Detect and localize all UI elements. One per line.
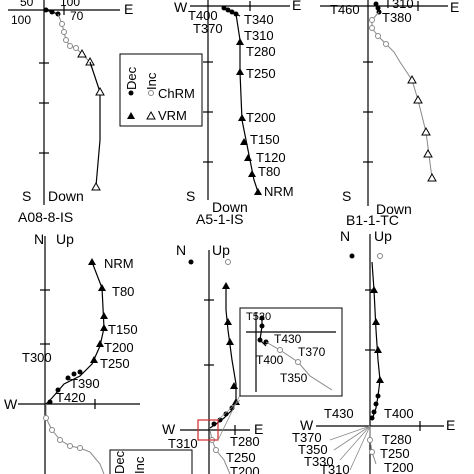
p3-inc-path — [371, 11, 433, 179]
p5-inset-box — [239, 307, 343, 397]
p6-temp-t400: T400 — [384, 406, 414, 421]
p1-south-label: S — [22, 188, 31, 204]
p3-temp-t310: T310 — [384, 0, 414, 11]
p4-temp-nrm: NRM — [104, 256, 134, 271]
p5-inset-temp-t520: T520 — [246, 311, 271, 323]
p5-temp-t310: T310 — [168, 436, 198, 451]
p2-temp-t340: T340 — [244, 12, 274, 27]
p1-temp-100b: 100 — [11, 13, 31, 27]
legend-inc-chrm-marker — [148, 90, 154, 96]
p5-inset-temp-t350: T350 — [280, 371, 308, 385]
p2-temp-nrm: NRM — [264, 184, 294, 199]
p2-west-label: W — [174, 0, 188, 15]
p5-east-label: E — [254, 421, 263, 437]
p4-legend-inc: Inc — [132, 456, 147, 474]
p2-temp-t150: T150 — [250, 132, 280, 147]
p4-temp-t250: T250 — [100, 356, 130, 371]
p4-west-label: W — [4, 396, 18, 412]
p5-inset-temp-t430: T430 — [274, 332, 302, 346]
panel-b1: E T460 T380 T310 S Down B1-1-TC — [320, 0, 459, 228]
panel-bottom-middle: N Up W E T520 T430 T400 — [162, 242, 343, 474]
legend-dec-label: Dec — [124, 66, 139, 90]
p5-north-label: N — [176, 242, 186, 258]
p5-zoom-box — [197, 419, 219, 441]
p6-west-label: W — [300, 417, 314, 433]
p6-temp-t200: T200 — [384, 460, 414, 474]
p3-sample-name: B1-1-TC — [346, 212, 399, 228]
p4-temp-t150: T150 — [108, 322, 138, 337]
p4-temp-t200: T200 — [104, 340, 134, 355]
legend-dec-chrm-marker — [128, 90, 134, 96]
p4-legend-partial — [109, 449, 193, 474]
p4-legend-dec: Dec — [112, 450, 127, 474]
p4-up-label: Up — [56, 231, 74, 247]
p6-east-label: E — [446, 417, 455, 433]
p4-temp-t390: T390 — [70, 376, 100, 391]
p2-temp-t80: T80 — [258, 164, 280, 179]
legend-chrm-label: ChRM — [158, 86, 195, 101]
p3-down-label: Down — [376, 201, 412, 217]
p4-temp-t420: T420 — [56, 390, 86, 405]
p2-temp-t120: T120 — [256, 150, 286, 165]
p1-sample-name: A08-8-IS — [18, 209, 73, 225]
panel-a08: E 50 100 100 70 S Down A08-8-IS — [8, 0, 133, 225]
p4-temp-t80: T80 — [112, 284, 134, 299]
p6-temp-t310: T310 — [320, 462, 350, 474]
p1-east-label: E — [124, 1, 133, 17]
p4-temp-t300: T300 — [22, 350, 52, 365]
p2-temp-t400: T400 — [188, 8, 218, 23]
panel-a5: W E T400 T370 T340 T310 T280 T250 T200 T… — [174, 0, 301, 227]
p1-temp-50: 50 — [20, 0, 34, 9]
p6-temp-t330: T330 — [304, 454, 334, 469]
p5-inset-temp-t370: T370 — [298, 345, 326, 359]
legend-vrm-label: VRM — [158, 108, 187, 123]
p5-up-label: Up — [212, 242, 230, 258]
p5-inset-temp-t400: T400 — [256, 353, 284, 367]
p3-temp-t380: T380 — [382, 10, 412, 25]
p4-inc-path — [45, 404, 105, 474]
p5-temp-t200: T200 — [230, 464, 260, 474]
p2-temp-t200: T200 — [246, 110, 276, 125]
p1-temp-70: 70 — [70, 9, 84, 23]
p2-temp-t280: T280 — [246, 44, 276, 59]
p6-temp-t430: T430 — [324, 406, 354, 421]
p4-dec-path — [45, 261, 105, 405]
panel-bottom-left: N Up W NRM T80 T150 T200 T250 T300 T390 … — [4, 231, 193, 474]
p1-down-label: Down — [48, 188, 84, 204]
p6-up-label: Up — [374, 228, 392, 244]
p2-temp-t310: T310 — [244, 28, 274, 43]
p6-north-label: N — [340, 228, 350, 244]
p2-down-label: Down — [212, 199, 248, 215]
p4-north-label: N — [34, 231, 44, 247]
p6-temp-t280: T280 — [382, 432, 412, 447]
panel-bottom-right: N Up W E T430 T400 T370 T350 T330 T310 T… — [292, 228, 455, 474]
p3-east-label: E — [450, 0, 459, 15]
legend-inc-vrm-marker — [146, 110, 156, 120]
p5-west-label: W — [162, 421, 176, 437]
p5-temp-t280: T280 — [230, 434, 260, 449]
p3-temp-t460: T460 — [330, 2, 360, 17]
p2-temp-t250: T250 — [246, 66, 276, 81]
p6-temp-t350: T350 — [298, 442, 328, 457]
p2-east-label: E — [292, 0, 301, 13]
p3-south-label: S — [342, 188, 351, 204]
p6-temp-t250: T250 — [380, 446, 410, 461]
legend-inc-label: Inc — [144, 72, 159, 90]
legend-dec-vrm-marker — [127, 112, 135, 119]
p5-temp-t250: T250 — [226, 450, 256, 465]
p6-inc-path — [369, 426, 377, 465]
legend: Dec Inc ChRM VRM — [119, 53, 203, 127]
p2-temp-t370: T370 — [193, 21, 223, 36]
p1-temp-100a: 100 — [60, 0, 80, 9]
p2-sample-name: A5-1-IS — [196, 211, 243, 227]
p2-south-label: S — [186, 188, 195, 204]
p6-temp-t370: T370 — [292, 430, 322, 445]
